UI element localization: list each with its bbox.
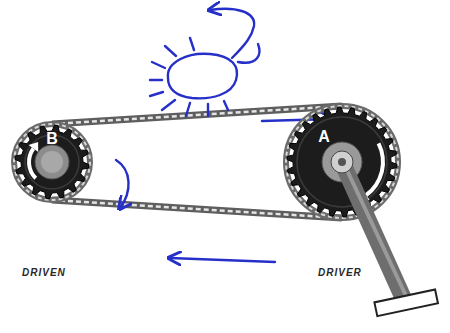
sprocket-group [14, 124, 90, 200]
chain-links [14, 124, 90, 200]
sprocket-hub [35, 145, 69, 179]
chain-strand [52, 106, 342, 124]
sun-ray [165, 46, 176, 56]
sun-ray [207, 104, 209, 116]
sprocket-group [286, 106, 438, 316]
sprocket-letter: B [46, 131, 58, 147]
chain-links [52, 200, 342, 218]
chain-links [286, 106, 398, 218]
sprocket-letter: A [318, 129, 330, 145]
sun-body [168, 54, 237, 99]
sun-ray [150, 92, 163, 96]
sprocket-outline [284, 104, 400, 220]
pedal [374, 289, 438, 316]
hub-center [41, 151, 63, 173]
part-label-holder: DRIVEN [22, 262, 66, 280]
sun-ray [152, 62, 165, 68]
part-label: DRIVEN [22, 267, 66, 278]
chain-strand-group [52, 200, 342, 218]
crank-bolt-center [338, 158, 346, 166]
curved-stroke [238, 44, 259, 63]
rotation-arrowhead [29, 142, 39, 152]
sun-ray [186, 103, 190, 116]
part-label: DRIVER [318, 267, 362, 278]
sprocket: A [284, 104, 400, 220]
curved-arrow [210, 9, 254, 58]
part-label-holder: DRIVER [318, 262, 362, 280]
chain-strand-group [52, 106, 342, 124]
rotation-arrow [365, 142, 385, 196]
crank-bolt [331, 151, 353, 173]
sun-ray [224, 101, 228, 110]
crank-highlight [346, 168, 407, 298]
chain-wrap [286, 106, 398, 218]
sun-ray [190, 38, 194, 50]
chain-wrap [14, 124, 90, 200]
sun-ray [150, 79, 162, 81]
sprocket: B [12, 122, 92, 202]
sprocket-teeth [287, 107, 397, 217]
sprocket-teeth [15, 125, 89, 199]
sun-ray [162, 100, 175, 110]
chain-strand [52, 200, 342, 218]
motion-arrow [170, 258, 275, 262]
rotation-arrow [116, 160, 129, 208]
sprocket-ring [297, 117, 387, 207]
chain-links [52, 106, 342, 124]
